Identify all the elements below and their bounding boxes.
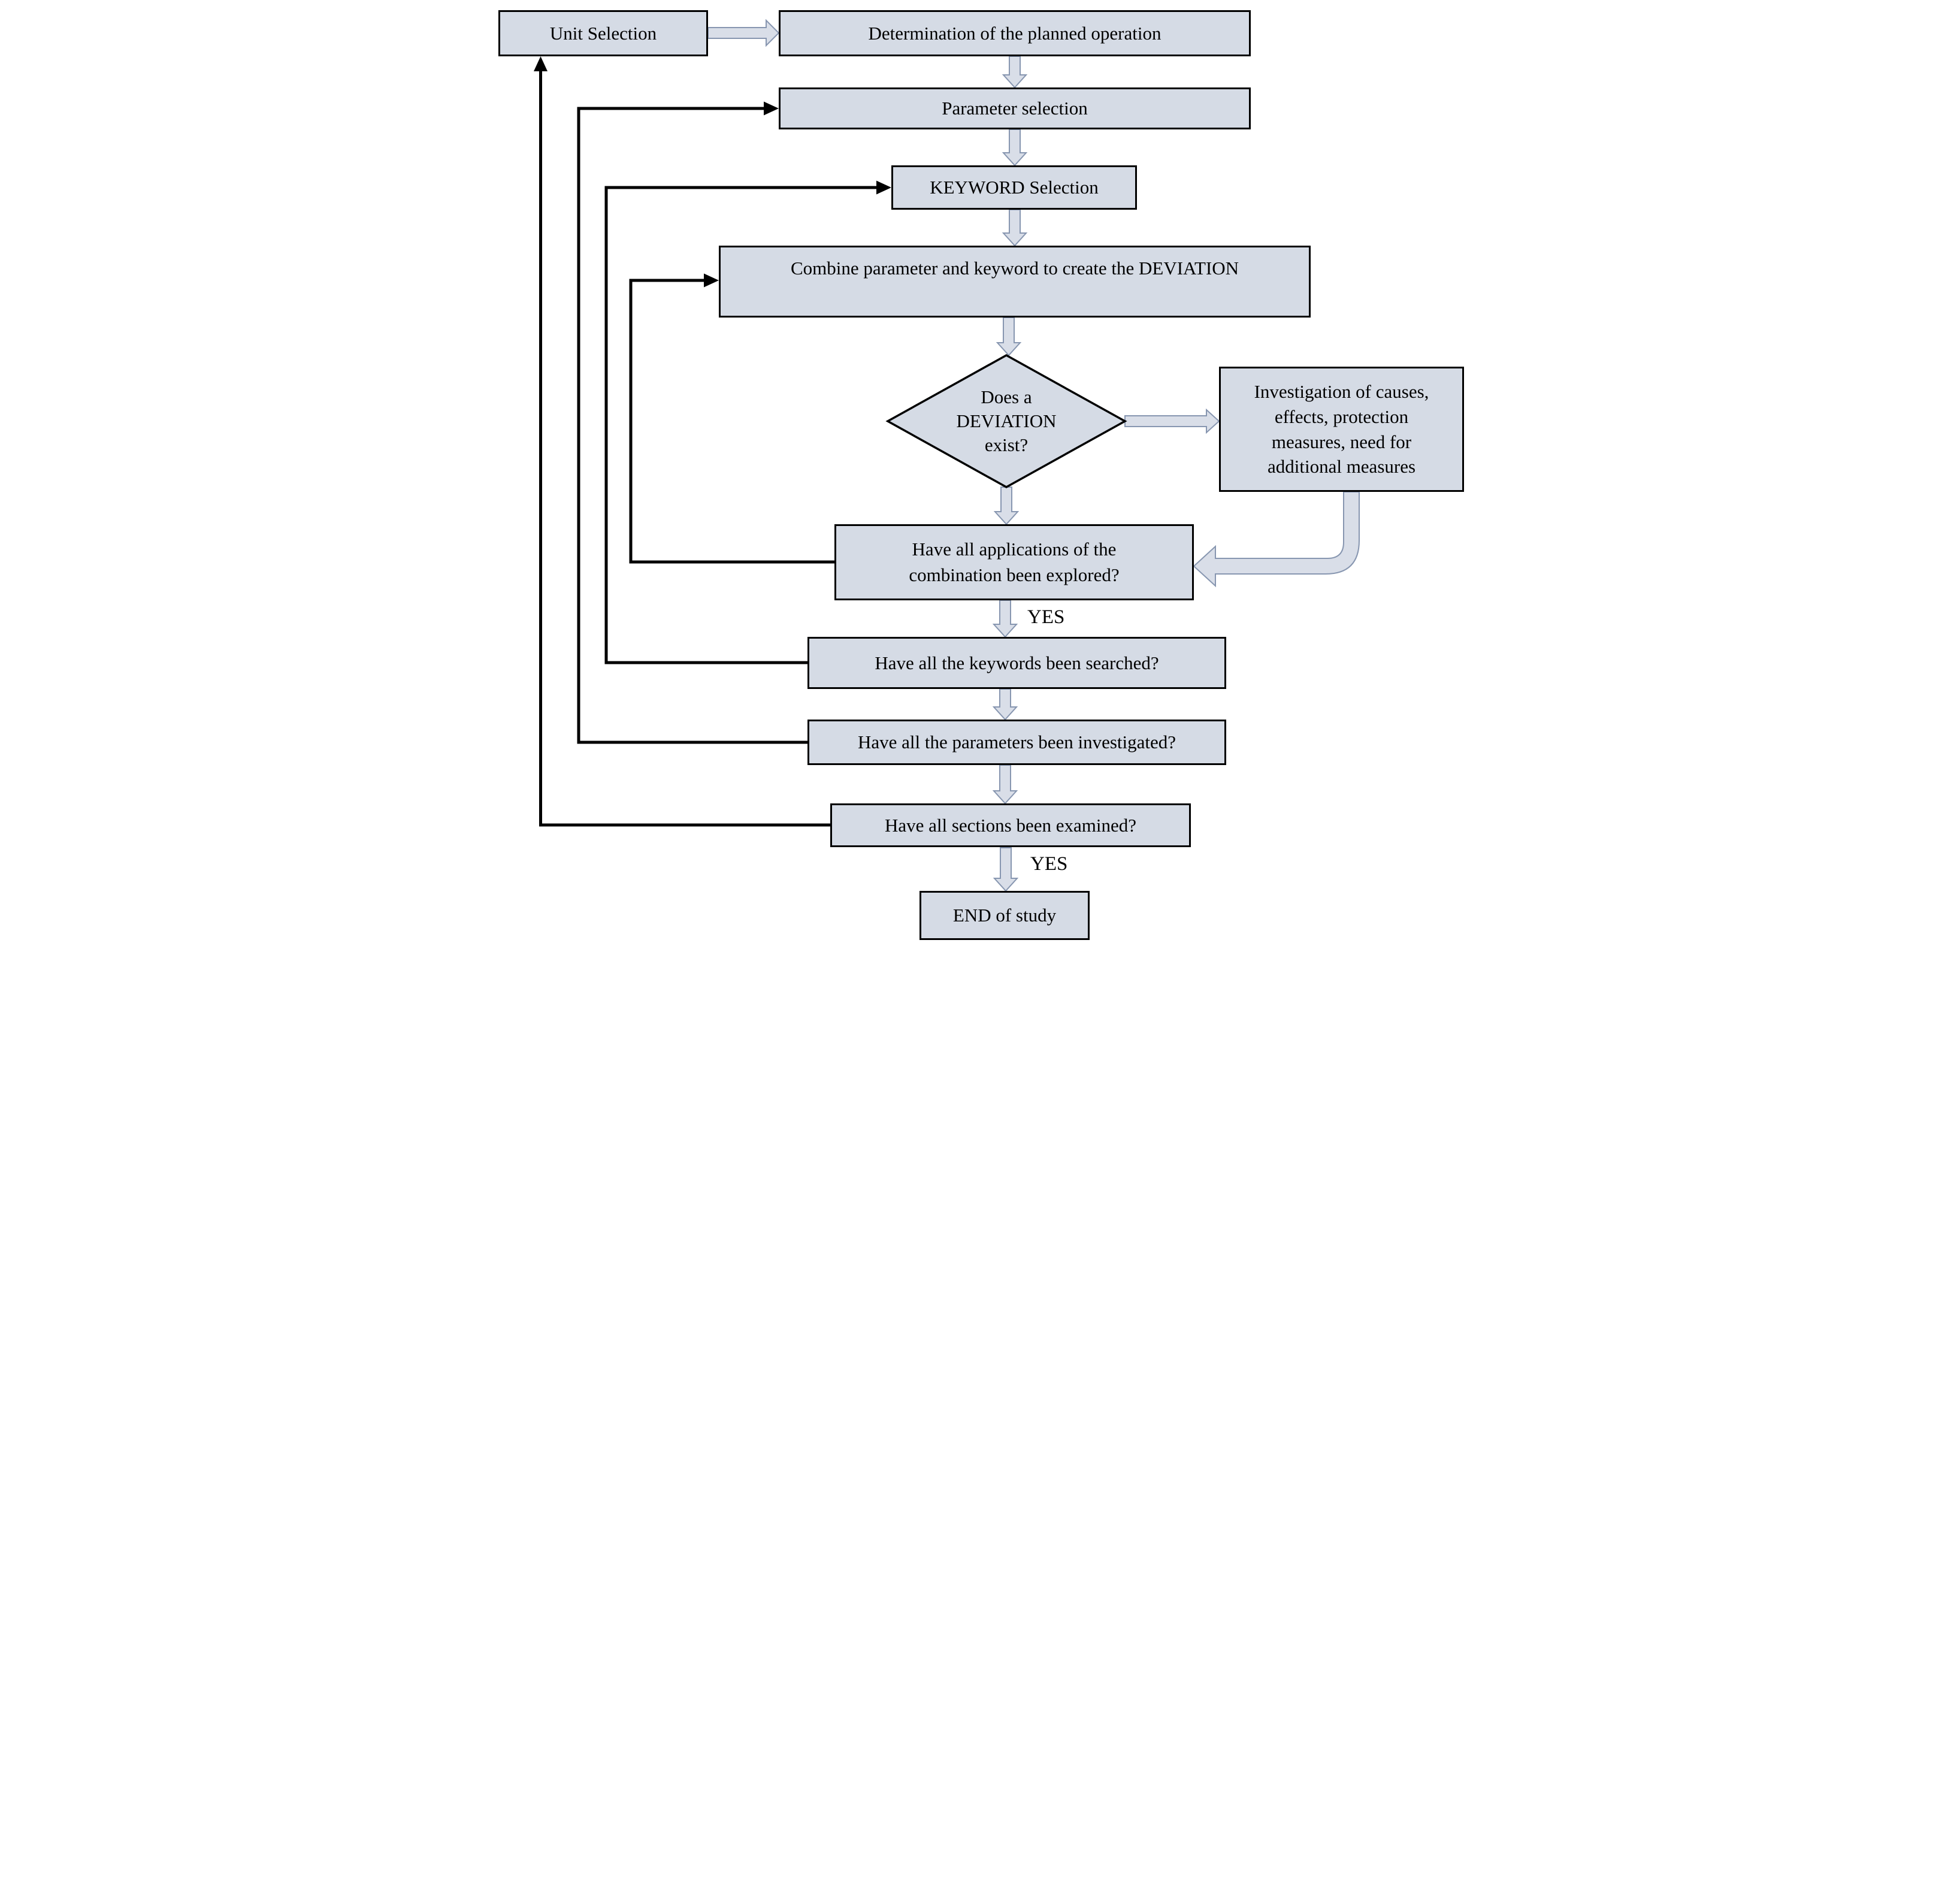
node-label: Determination of the planned operation [868,22,1162,44]
arrow-determination-to-parameter [1002,56,1028,89]
node-unit-selection: Unit Selection [498,10,708,56]
node-applications-explored: Have all applications of the combination… [834,524,1194,600]
decision-diamond-shape [885,353,1127,489]
node-label: Have all sections been examined? [884,814,1137,836]
feedback-line-applications-to-combine [629,273,834,564]
node-keywords-searched: Have all the keywords been searched? [807,637,1226,689]
arrow-investigation-to-applications-elbow [1193,491,1360,588]
arrow-applications-to-keywords [992,600,1018,638]
arrow-unit-to-determination [707,19,780,47]
node-investigation-of-causes: Investigation of causes, effects, protec… [1219,367,1464,492]
node-label: Have all the parameters been investigate… [857,732,1176,753]
node-label-line: additional measures [1267,456,1416,477]
node-parameter-selection: Parameter selection [779,87,1251,129]
node-determination-planned-operation: Determination of the planned operation [779,10,1251,56]
node-keyword-selection: KEYWORD Selection [891,165,1137,210]
node-label-line: effects, protection [1274,406,1409,427]
node-label-line: combination been explored? [909,564,1120,585]
node-label: Investigation of causes, effects, protec… [1254,379,1429,479]
arrow-parameter-to-keyword [1002,129,1028,167]
arrow-sections-to-end [993,847,1019,892]
flowchart-canvas: Unit Selection Determination of the plan… [490,0,1470,948]
yes-label-after-sections: YES [1030,853,1068,875]
node-label-line: Have all applications of the [912,539,1117,560]
arrow-combine-to-decision [996,317,1022,356]
node-parameters-investigated: Have all the parameters been investigate… [807,720,1226,765]
feedback-line-keywords-to-keyword-selection [604,180,891,664]
yes-label-after-applications: YES [1027,606,1065,628]
node-label: END of study [952,905,1057,926]
node-label: KEYWORD Selection [930,177,1099,198]
node-label: Combine parameter and keyword to create … [790,258,1239,279]
node-combine-deviation: Combine parameter and keyword to create … [719,246,1311,318]
node-end-of-study: END of study [919,891,1090,940]
flowchart-connectors [534,19,1360,892]
node-label-line: Investigation of causes, [1254,380,1429,402]
node-label: Unit Selection [549,22,657,44]
feedback-line-sections-to-unit [534,56,830,827]
arrow-parameters-to-sections [992,764,1018,805]
arrow-keywords-to-parameters [992,688,1018,721]
node-sections-examined: Have all sections been examined? [830,803,1191,847]
feedback-line-parameters-to-parameter-selection [577,101,807,744]
node-label: Parameter selection [942,98,1088,119]
arrow-keyword-to-combine [1002,209,1028,247]
arrow-decision-to-investigation [1124,408,1220,434]
arrow-decision-to-applications [993,486,1020,525]
node-label-line: measures, need for [1271,431,1412,452]
node-label: Have all the keywords been searched? [875,652,1159,673]
node-label: Have all applications of the combination… [909,537,1119,588]
